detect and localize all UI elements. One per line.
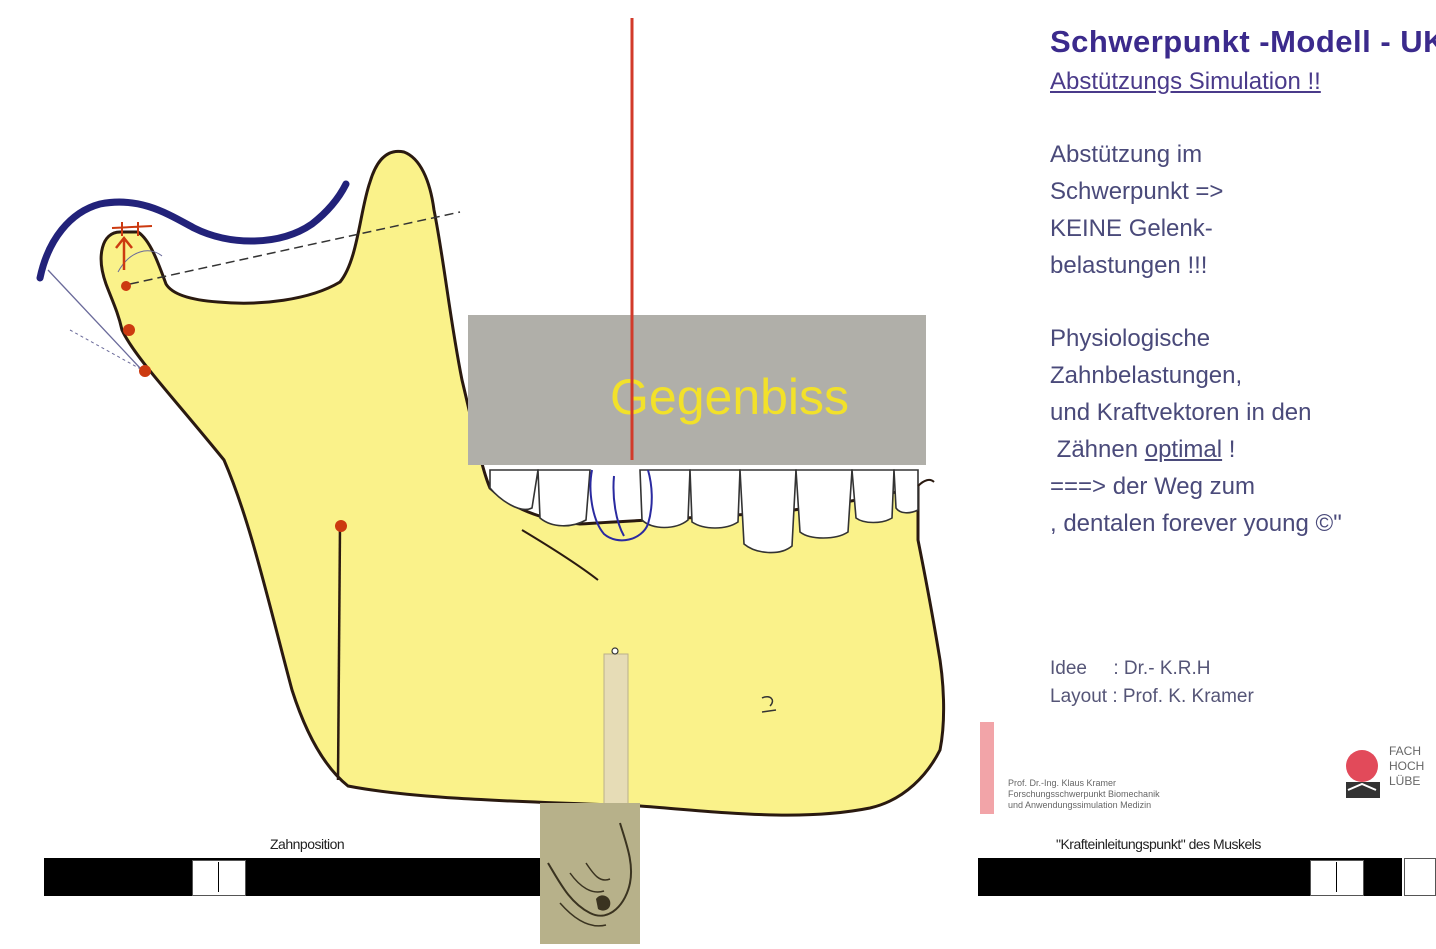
- tooth-position-slider[interactable]: [44, 858, 540, 896]
- center-support: [604, 654, 628, 804]
- muscle-sketch: [540, 803, 640, 944]
- physio-line-4-optimal: optimal: [1145, 436, 1222, 463]
- support-line-4: belastungen !!!: [1050, 247, 1223, 284]
- physio-line-6: , dentalen forever young ©": [1050, 505, 1342, 542]
- force-point-label: "Krafteinleitungspunkt" des Muskels: [1056, 836, 1261, 852]
- tooth-position-slider-knob[interactable]: [192, 860, 246, 896]
- credits: Idee : Dr.- K.R.H Layout : Prof. K. Kram…: [1050, 655, 1254, 711]
- support-line-1: Abstützung im: [1050, 136, 1223, 173]
- credit-idea: Idee : Dr.- K.R.H: [1050, 655, 1254, 683]
- institution-fineprint: Prof. Dr.-Ing. Klaus Kramer Forschungssc…: [1008, 778, 1160, 811]
- marker-dot-2: [123, 324, 135, 336]
- university-logo-text: FACH HOCH LÜBE: [1389, 744, 1424, 789]
- center-support-dot: [612, 648, 618, 654]
- tooth-position-knob-grip: [218, 862, 219, 892]
- support-line-3: KEINE Gelenk-: [1050, 210, 1223, 247]
- logo-text-2: HOCH: [1389, 759, 1424, 774]
- logo-text-3: LÜBE: [1389, 774, 1424, 789]
- fineprint-line-1: Prof. Dr.-Ing. Klaus Kramer: [1008, 778, 1160, 789]
- page-title: Schwerpunkt -Modell - UK: [1050, 24, 1436, 60]
- slider-end-box[interactable]: [1404, 858, 1436, 896]
- logo-text-1: FACH: [1389, 744, 1424, 759]
- physio-line-1: Physiologische: [1050, 320, 1342, 357]
- force-point-slider-knob[interactable]: [1310, 860, 1364, 896]
- muscle-image: [540, 803, 640, 944]
- physio-line-2: Zahnbelastungen,: [1050, 357, 1342, 394]
- physio-line-4: Zähnen optimal !: [1050, 431, 1342, 468]
- marker-dot-3: [139, 365, 151, 377]
- credit-layout: Layout : Prof. K. Kramer: [1050, 683, 1254, 711]
- articular-fossa-arc: [40, 184, 346, 278]
- fineprint-line-3: und Anwendungssimulation Medizin: [1008, 800, 1160, 811]
- marker-dot-1: [121, 281, 131, 291]
- physio-line-5: ===> der Weg zum: [1050, 468, 1342, 505]
- fineprint-line-2: Forschungsschwerpunkt Biomechanik: [1008, 789, 1160, 800]
- support-line-2: Schwerpunkt =>: [1050, 173, 1223, 210]
- force-point-knob-grip: [1336, 862, 1337, 892]
- page-subtitle: Abstützungs Simulation !!: [1050, 68, 1321, 96]
- physio-line-4-suffix: !: [1222, 436, 1235, 463]
- gegenbiss-label: Gegenbiss: [610, 368, 849, 426]
- physio-line-3: und Kraftvektoren in den: [1050, 394, 1342, 431]
- pink-accent-bar: [980, 722, 994, 814]
- physiology-description: Physiologische Zahnbelastungen, und Kraf…: [1050, 320, 1342, 542]
- support-post-dot: [335, 520, 347, 532]
- physio-line-4-prefix: Zähnen: [1050, 436, 1145, 463]
- support-description: Abstützung im Schwerpunkt => KEINE Gelen…: [1050, 136, 1223, 284]
- bone-edge-detail: [918, 480, 934, 486]
- tooth-position-label: Zahnposition: [270, 836, 344, 852]
- university-logo-icon: [1344, 746, 1384, 806]
